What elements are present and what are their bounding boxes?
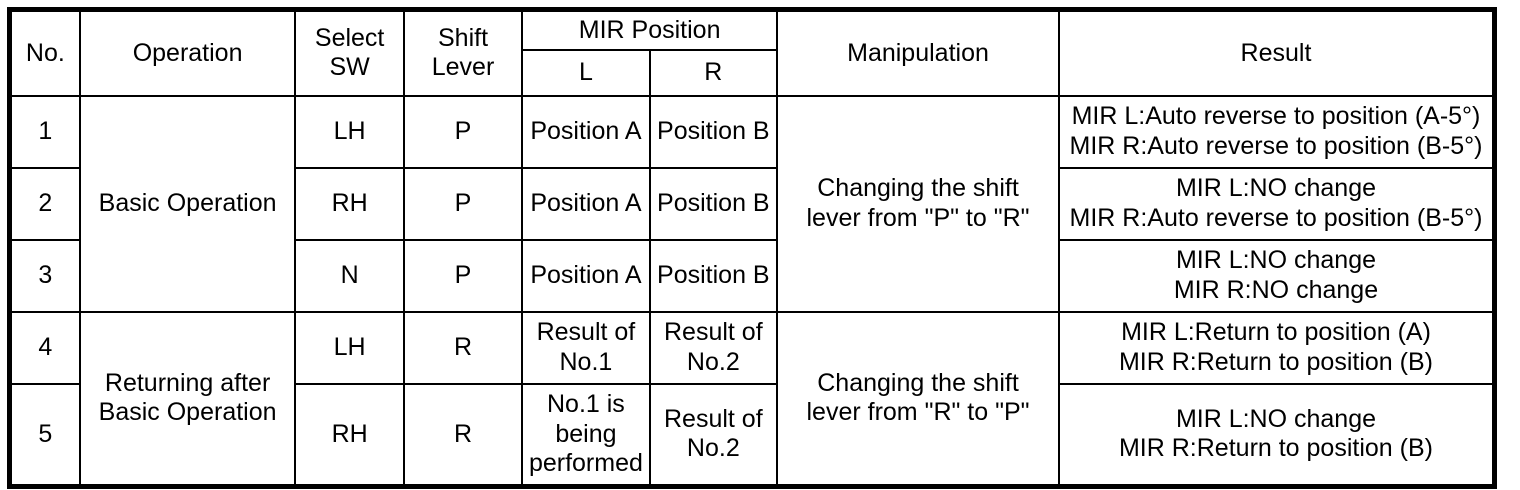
cell-shift-lever: P: [402, 94, 524, 169]
column-header-operation: Operation: [78, 8, 297, 97]
header-row-secondary: L R: [10, 48, 1495, 97]
cell-no: 4: [8, 310, 81, 385]
table-row: 3 N P Position A Position B MIR L:NO cha…: [8, 238, 1496, 313]
cell-no: 3: [8, 238, 81, 313]
cell-select-sw: LH: [294, 310, 405, 385]
table-row: 2 RH P Position A Position B MIR L:NO ch…: [8, 166, 1496, 241]
column-header-result: Result: [1057, 8, 1496, 97]
table-body: 1 Basic Operation LH P Position A Positi…: [8, 94, 1496, 488]
cell-mir-r: Position B: [648, 94, 779, 169]
cell-operation-group: Basic Operation: [78, 94, 297, 313]
cell-result: MIR L:NO change MIR R:Auto reverse to po…: [1057, 166, 1496, 241]
cell-result: MIR L:Auto reverse to position (A-5°) MI…: [1057, 94, 1496, 169]
cell-mir-l: No.1 is being performed: [521, 382, 651, 488]
table-row: 5 RH R No.1 is being performed Result of…: [8, 382, 1496, 488]
cell-select-sw: RH: [294, 166, 405, 241]
spec-table-container: No. Operation Select SW Shift Lever MIR …: [7, 7, 1497, 489]
cell-manipulation-group: Changing the shift lever from "P" to "R": [776, 94, 1060, 313]
cell-mir-r: Result of No.2: [648, 382, 779, 488]
column-header-mir-l: L: [521, 48, 651, 97]
table-header: No. Operation Select SW Shift Lever MIR …: [8, 8, 1496, 97]
table-row: 4 Returning after Basic Operation LH R R…: [8, 310, 1496, 488]
cell-mir-r: Position B: [648, 238, 779, 313]
cell-select-sw: LH: [294, 94, 405, 169]
column-header-manipulation: Manipulation: [776, 8, 1060, 97]
cell-mir-l: Position A: [521, 94, 651, 169]
cell-shift-lever: P: [402, 238, 524, 313]
cell-mir-l: Position A: [521, 238, 651, 313]
mir-operation-table: No. Operation Select SW Shift Lever MIR …: [7, 7, 1497, 489]
column-header-mir-position: MIR Position: [521, 8, 779, 51]
cell-no: 2: [8, 166, 81, 241]
cell-result: MIR L:Return to position (A) MIR R:Retur…: [1057, 310, 1496, 385]
cell-mir-l: Position A: [521, 166, 651, 241]
cell-mir-l: Result of No.1: [521, 310, 651, 385]
cell-mir-r: Result of No.2: [648, 310, 779, 385]
cell-manipulation-group: Changing the shift lever from "R" to "P": [776, 310, 1060, 488]
cell-shift-lever: P: [402, 166, 524, 241]
column-header-mir-r: R: [648, 48, 779, 97]
cell-result: MIR L:NO change MIR R:NO change: [1057, 238, 1496, 313]
cell-no: 1: [8, 94, 81, 169]
column-header-no: No.: [8, 8, 81, 97]
cell-mir-r: Position B: [648, 166, 779, 241]
header-row-primary: No. Operation Select SW Shift Lever MIR …: [8, 8, 1496, 97]
cell-operation-group: Returning after Basic Operation: [78, 310, 297, 488]
cell-select-sw: N: [294, 238, 405, 313]
cell-result: MIR L:NO change MIR R:Return to position…: [1057, 382, 1496, 488]
cell-shift-lever: R: [402, 382, 524, 488]
table-row: 1 Basic Operation LH P Position A Positi…: [8, 94, 1496, 313]
cell-no: 5: [8, 382, 81, 488]
column-header-shift-lever: Shift Lever: [402, 8, 524, 97]
column-header-select-sw: Select SW: [294, 8, 405, 97]
cell-select-sw: RH: [294, 382, 405, 488]
cell-shift-lever: R: [402, 310, 524, 385]
